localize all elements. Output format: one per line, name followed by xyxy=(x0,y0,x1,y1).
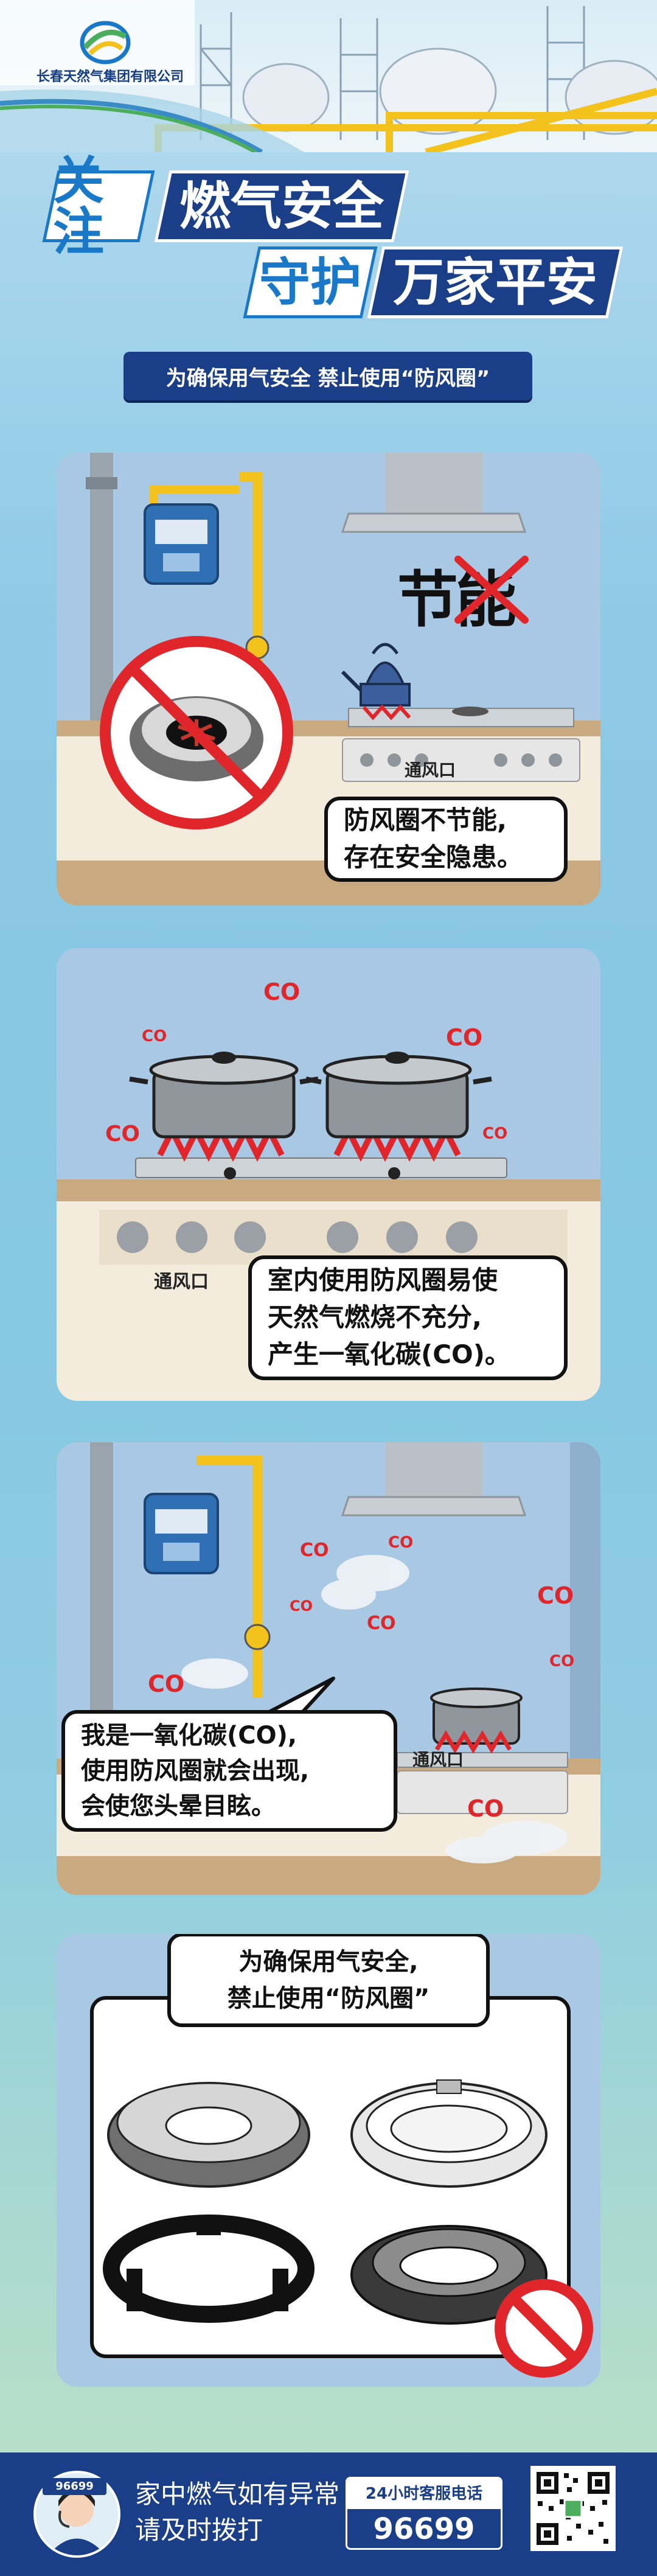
bubble-line: 我是一氧化碳(CO), xyxy=(81,1722,297,1750)
bubble-line: 使用防风圈就会出现, xyxy=(81,1757,310,1785)
co-label: CO xyxy=(467,1795,504,1822)
bubble-line: 室内使用防风圈易使 xyxy=(268,1265,498,1296)
vent-label: 通风口 xyxy=(405,760,456,780)
title-main-box: 燃气安全 xyxy=(154,170,409,242)
cross-mark-icon xyxy=(454,556,529,624)
warning-tag-line: 禁止使用“防风圈” xyxy=(227,1984,430,2012)
co-label: CO xyxy=(105,1122,141,1147)
co-label: CO xyxy=(482,1125,508,1143)
title-line2-b: 万家平安 xyxy=(392,253,597,312)
hotline-box[interactable]: 24小时客服电话 96699 xyxy=(346,2477,502,2550)
title-line1-a: 关注 xyxy=(53,151,105,262)
footer: 96699 家中燃气如有异常 请及时拨打 24小时客服电话 96699 xyxy=(0,2452,657,2576)
header: 长春天然气集团有限公司 xyxy=(0,0,657,152)
vent-label: 通风口 xyxy=(154,1271,209,1293)
co-label: CO xyxy=(263,979,301,1005)
speech-bubble: 室内使用防风圈易使 天然气燃烧不充分, 产生一氧化碳(CO)。 xyxy=(248,1255,568,1380)
bubble-line: 会使您头晕目眩。 xyxy=(81,1792,276,1820)
panel-energy-saving: 节能 通风口 防风圈不节能,存在安全隐患。 xyxy=(57,453,600,906)
panel-wind-guards: 为确保用气安全, 禁止使用“防风圈” xyxy=(57,1934,600,2387)
co-label: CO xyxy=(537,1582,574,1609)
company-logo-icon xyxy=(80,21,131,65)
footer-notice-line: 家中燃气如有异常 xyxy=(135,2479,340,2509)
warning-tag-line: 为确保用气安全, xyxy=(238,1947,419,1976)
bubble-line: 天然气燃烧不充分, xyxy=(268,1302,482,1333)
company-name: 长春天然气集团有限公司 xyxy=(36,69,184,85)
title-main-box-2: 万家平安 xyxy=(367,246,624,318)
title-keyword-box: 关注 xyxy=(42,151,155,262)
qr-code-icon[interactable] xyxy=(530,2466,616,2551)
footer-notice: 家中燃气如有异常 请及时拨打 xyxy=(135,2477,339,2549)
wind-guard-products xyxy=(103,2079,548,2325)
bubble-line: 防风圈不节能, xyxy=(344,805,507,836)
safety-banner: 为确保用气安全 禁止使用“防风圈” xyxy=(123,352,532,400)
hotline-label: 24小时客服电话 xyxy=(347,2479,501,2509)
title-line2-a: 守护 xyxy=(259,253,361,312)
co-label: CO xyxy=(290,1597,313,1614)
bubble-line: 存在安全隐患。 xyxy=(344,842,523,872)
industrial-background xyxy=(0,0,657,152)
bubble-line: 产生一氧化碳(CO)。 xyxy=(268,1339,510,1369)
panel-incomplete-combustion: CO CO CO CO CO 通风口 室内使用防风圈易使 天然气燃烧不充分, 产… xyxy=(57,948,600,1401)
speech-bubble: 防风圈不节能, 存在安全隐患。 xyxy=(324,797,568,882)
title-line1-b: 燃气安全 xyxy=(179,176,384,236)
footer-notice-line: 请及时拨打 xyxy=(135,2515,263,2545)
prohibition-icon xyxy=(495,2279,593,2378)
warning-tag: 为确保用气安全, 禁止使用“防风圈” xyxy=(167,1934,490,2027)
co-label: CO xyxy=(142,1027,167,1045)
co-label: CO xyxy=(446,1024,483,1051)
speech-bubble: 我是一氧化碳(CO), 使用防风圈就会出现, 会使您头晕目眩。 xyxy=(61,1710,397,1832)
hotline-number[interactable]: 96699 xyxy=(373,2512,475,2546)
co-label: CO xyxy=(148,1670,185,1697)
co-label: CO xyxy=(300,1540,329,1561)
title-keyword-box-2: 守护 xyxy=(243,246,378,318)
co-label: CO xyxy=(388,1534,414,1552)
avatar-number: 96699 xyxy=(43,2478,106,2495)
co-label: CO xyxy=(367,1613,396,1634)
co-label: CO xyxy=(549,1652,575,1670)
panel-carbon-monoxide: CO CO CO CO CO CO CO CO 通风口 我是一氧化碳(CO), … xyxy=(57,1442,600,1895)
vent-label: 通风口 xyxy=(412,1750,464,1770)
